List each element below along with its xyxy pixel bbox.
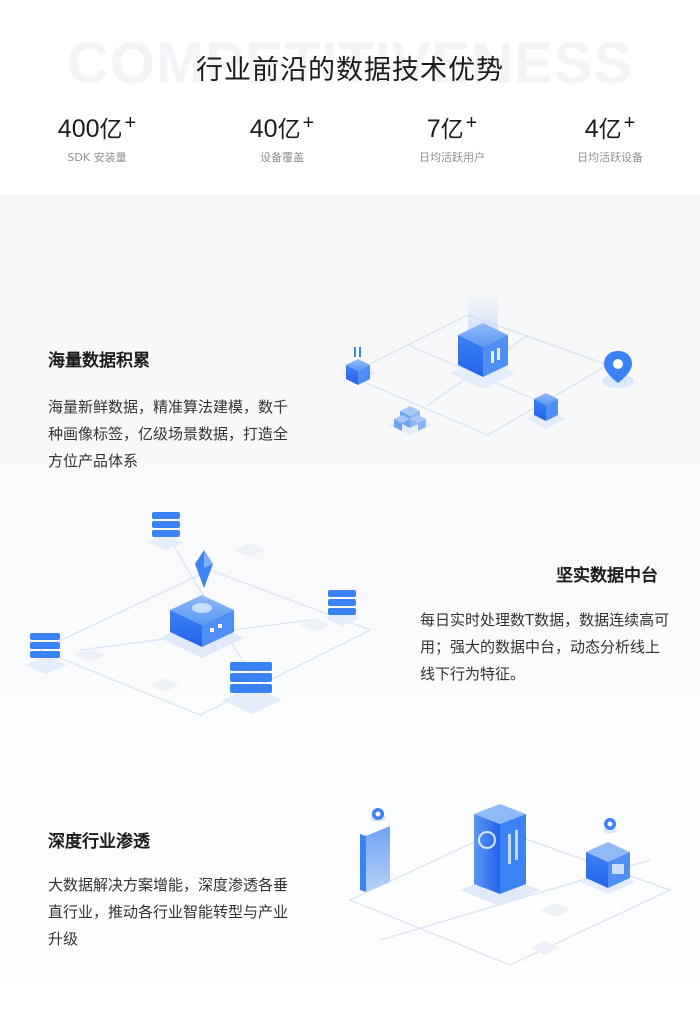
server-stack-icon xyxy=(222,662,282,714)
stat-label: SDK 安装量 xyxy=(67,151,127,164)
industry-penetration-illustration xyxy=(348,804,672,966)
stats-row: 400亿+ SDK 安装量 40亿+ 设备覆盖 7亿+ 日均活跃用户 4亿+ 日… xyxy=(0,112,700,172)
charging-cube-icon xyxy=(340,347,376,385)
stat-value: 400亿+ xyxy=(57,112,137,143)
data-accumulation-illustration xyxy=(340,290,634,436)
location-pin-icon xyxy=(602,351,634,388)
feature-title-data-platform: 坚实数据中台 xyxy=(556,566,658,586)
feature-title-massive-data: 海量数据积累 xyxy=(48,351,150,371)
feature-desc-industry-penetration: 大数据解决方案增能，深度渗透各垂直行业，推动各行业智能转型与产业升级 xyxy=(48,876,289,948)
floor-tiles xyxy=(75,543,330,692)
data-platform-illustration xyxy=(25,512,372,716)
stat-value: 40亿+ xyxy=(249,112,315,143)
core-server-icon xyxy=(160,595,244,658)
floor-tiles xyxy=(530,903,570,955)
server-stack-icon xyxy=(148,512,184,550)
stat-label: 设备覆盖 xyxy=(260,151,304,164)
section-watermark: COMPETITIVENESS xyxy=(66,31,634,96)
feature-title-industry-penetration: 深度行业渗透 xyxy=(48,832,150,852)
stat-devices: 40亿+ 设备覆盖 xyxy=(202,112,362,165)
stat-daily-active-users: 7亿+ 日均活跃用户 xyxy=(372,112,532,165)
blocks-icon xyxy=(388,406,432,435)
diamond-icon xyxy=(195,550,213,588)
stats-header-section: COMPETITIVENESS 行业前沿的数据技术优势 400亿+ SDK 安装… xyxy=(0,0,700,195)
server-tower-icon xyxy=(460,804,540,906)
page-title: 行业前沿的数据技术优势 xyxy=(196,55,504,86)
feature-desc-data-platform: 每日实时处理数T数据，数据连续高可用；强大的数据中台，动态分析线上线下行为特征。 xyxy=(420,611,670,683)
cube-icon xyxy=(450,323,516,389)
stat-label: 日均活跃用户 xyxy=(419,151,485,164)
stat-value: 7亿+ xyxy=(426,112,478,143)
phone-icon xyxy=(360,808,390,892)
server-icon xyxy=(526,393,566,429)
server-stack-icon xyxy=(25,633,67,674)
feature-desc-massive-data: 海量新鲜数据，精准算法建模，数千种画像标签，亿级场景数据，打造全方位产品体系 xyxy=(48,398,289,470)
shop-icon xyxy=(580,818,636,894)
stat-daily-active-devices: 4亿+ 日均活跃设备 xyxy=(530,112,690,165)
stat-value: 4亿+ xyxy=(584,112,636,143)
stat-label: 日均活跃设备 xyxy=(577,151,643,164)
server-stack-icon xyxy=(325,590,359,626)
stat-sdk-installs: 400亿+ SDK 安装量 xyxy=(17,112,177,165)
